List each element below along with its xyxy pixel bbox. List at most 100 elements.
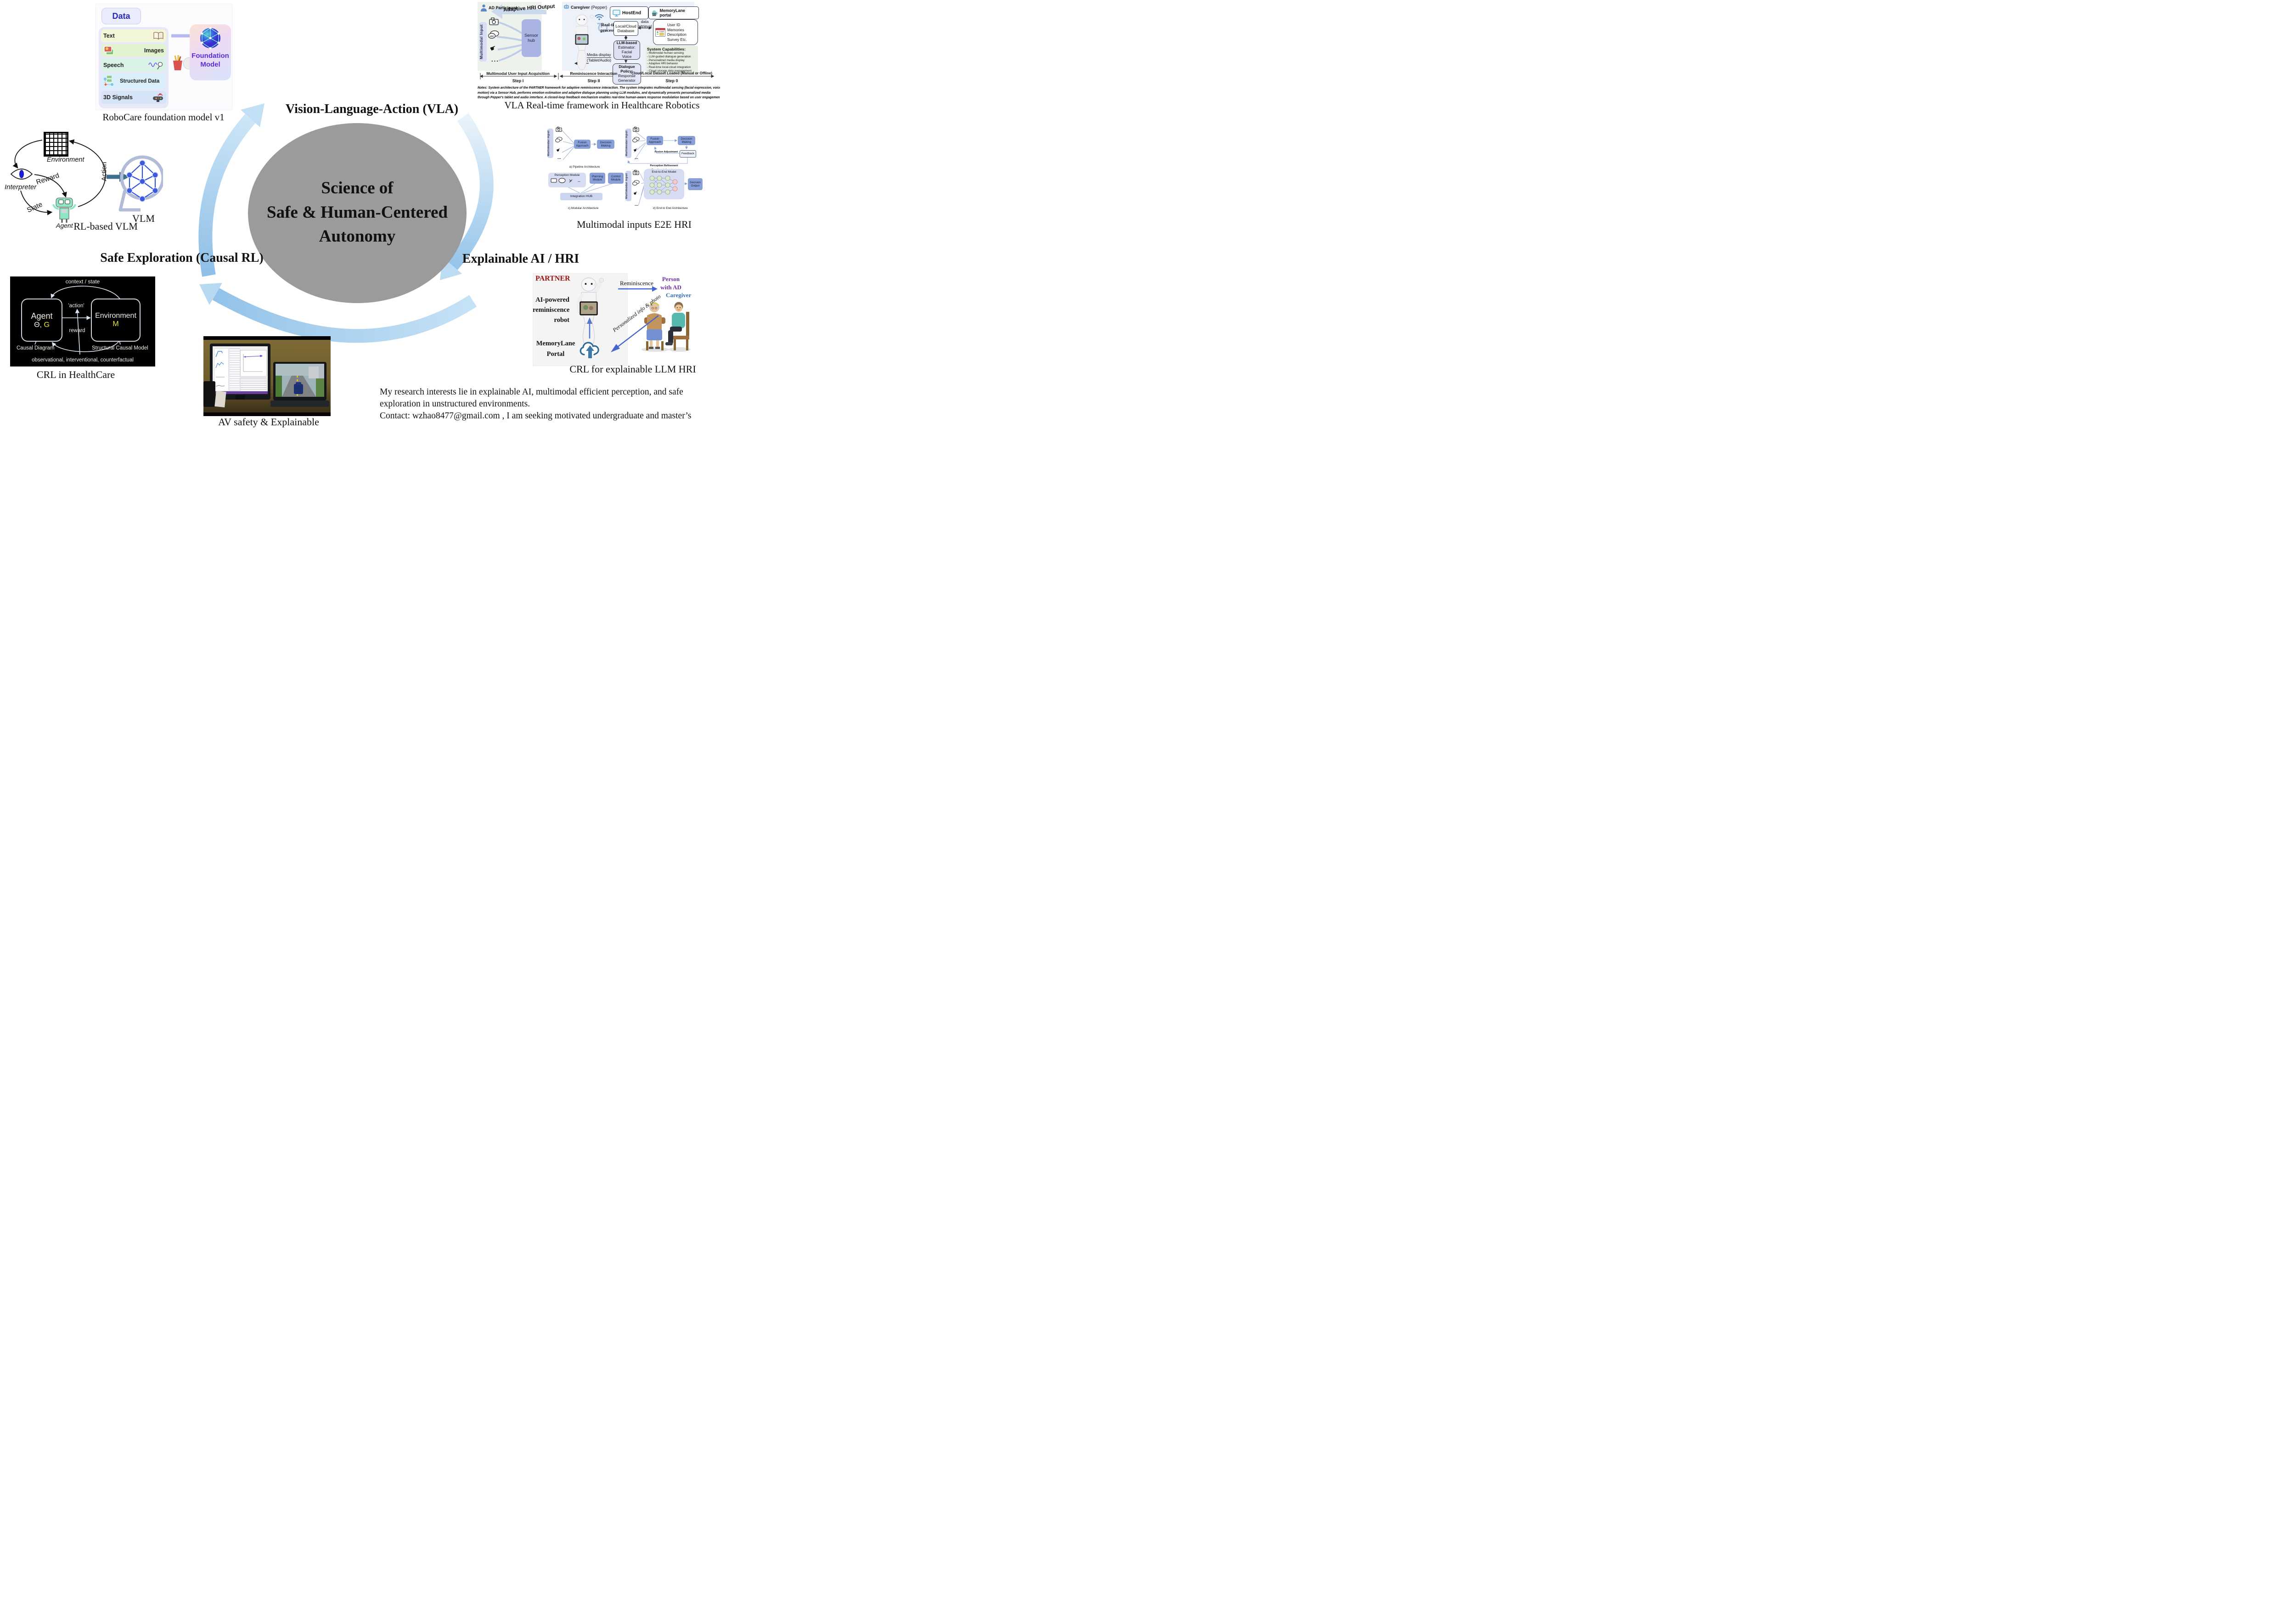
memorylane-portal-box: MemoryLane portal [648,6,699,19]
action-label: Action [100,162,108,181]
structured-data-icon [104,76,113,86]
caregiver-pepper-label: Caregiver (Pepper) [571,5,608,10]
rl-loop-arrows [12,139,163,223]
step1-label: Multimodal User Input Acquisition [486,71,550,76]
dialogue-policy-box: Dialogue Policy: Response Generator [613,63,641,85]
foundation-model-box: Foundation Model [190,24,231,80]
media-display-label: Media display (Tablet/Audio) [587,52,612,62]
context-state-label: context / state [65,278,100,285]
footer-line2: exploration in unstructured environments… [380,399,530,409]
sensor-hub-box: Sensor hub [522,19,541,57]
vla-framework-figure: AD Participant Adaptive HRI Output Multi… [478,2,717,85]
photo-laptop [273,362,326,400]
pepper-robot [572,14,594,70]
svg-text:Login: Login [659,30,664,32]
arrow-left-up [198,114,256,277]
reminiscence-arrow [618,286,658,292]
photo-laptop-base [270,400,329,407]
ad-participant-label: AD Participant [489,6,518,10]
user-info-box: Login User ID Memories Description Surve… [653,19,698,45]
multimodal-input-box: Multimodal Input [479,22,487,62]
data-item-images: Images [101,44,166,57]
e2e-a-input: Multimodal Input [547,129,553,158]
e2e-connectors [562,130,688,206]
ai-robot-label: AI-powered reminiscence robot [533,296,570,324]
data-item-images-label: Images [144,47,164,54]
section-label-safe-exploration: Safe Exploration (Causal RL) [100,251,264,265]
section-label-vla: Vision-Language-Action (VLA) [285,102,459,116]
data-item-speech: Speech [101,59,166,72]
speech-abc-icon [555,137,563,142]
data-retrieval-label: data retrieval [637,19,652,29]
speech-abc-icon [632,137,640,142]
step0-label: Cloud/Local Dataset Loaded (Manual or Of… [631,71,712,75]
trajectory-plot [243,354,263,372]
people-illustration [642,302,691,352]
system-capabilities-panel: System Capabilities: - Multimodal human … [646,46,698,75]
framework-notes: Notes: System architecture of the PARTNE… [478,86,720,100]
realtime-processing-label: Real-time processing [600,23,620,33]
photo-note [214,390,226,408]
caption-a: a) Pipeline Architecture [569,165,600,169]
robocare-figure: Data Text Images Speech [96,4,232,110]
step1-step: Step I [512,79,524,83]
realtime-loop-icon: ↻ [596,20,609,37]
pepper-robot [576,277,604,348]
book-icon [153,32,163,40]
rl-vlm-caption: RL-based VLM [73,220,138,232]
foundation-model-label: Foundation Model [191,52,229,68]
causal-diagram-label: Causal Diagram [17,345,55,351]
svg-text:ABC: ABC [490,35,495,38]
partner-caption: CRL for explainable LLM HRI [569,363,696,375]
crl-caption: CRL in HealthCare [36,369,115,380]
input-dots: ... [491,56,499,63]
capabilities-title: System Capabilities: [647,47,686,51]
data-item-3d-signals-label: 3D Signals [103,94,133,101]
cloud-server-icon [652,10,658,16]
reminiscence-label: Reminiscence [620,280,653,287]
photo-left-monitor [210,344,270,400]
robocare-data-column: Text Images Speech [99,27,169,108]
interpreter-label: Interpreter [5,183,37,191]
crl-bottom-label: observational, interventional, counterfa… [32,357,134,363]
vla-framework-caption: VLA Real-time framework in Healthcare Ro… [504,100,700,111]
integration-hub-box: Integration HUB [560,193,602,200]
rl-vlm-figure: Environment Interpreter Reward State Act… [5,131,163,230]
camera-icon [633,127,639,132]
big-arrow-to-vlm [107,172,129,182]
vlm-label: VLM [132,213,155,224]
perception-module-box: Perception Module ... [548,173,586,187]
personalized-info-arrow [611,315,659,352]
login-icon: Login [655,28,665,37]
person-with-ad-label: Person with AD [660,276,681,291]
crl-agent-box: Agent Θ, G [21,299,62,342]
center-title: Science of Safe & Human-Centered Autonom… [248,176,467,249]
partner-title: PARTNER [535,275,570,282]
e2e-caption: Multimodal inputs E2E HRI [577,219,692,230]
data-item-text: Text [101,29,166,42]
camera-icon [633,170,639,175]
data-item-text-label: Text [103,33,115,39]
crl-arrows [34,286,121,355]
data-item-3d-signals: 3D Signals [101,91,166,104]
llm-estimator-box: LLM-based Estimator: Facial Voice [613,40,640,60]
photo-phone [203,381,215,407]
memorylane-portal-label: MemoryLane Portal [536,340,575,358]
robocare-caption: RoboCare foundation model v1 [102,112,225,123]
neural-net [649,175,678,195]
vlm-head-icon [118,155,163,212]
pencil-cup-icon [173,55,182,70]
svg-text:...: ... [578,180,580,183]
center-title-line2: Safe & Human-Centered [267,203,448,222]
agent-robot-icon [52,197,76,223]
router-icon [153,93,163,102]
dots: ... [635,155,638,160]
e2e-d-input: Multimodal Input [625,171,631,201]
data-item-speech-label: Speech [103,62,124,68]
cloud-upload-icon [580,342,599,358]
end-to-end-model-box: End-to-End Model [644,169,684,199]
cycle-arrows [198,103,494,343]
av-photo [203,336,331,416]
environment-label: Environment [47,156,84,163]
